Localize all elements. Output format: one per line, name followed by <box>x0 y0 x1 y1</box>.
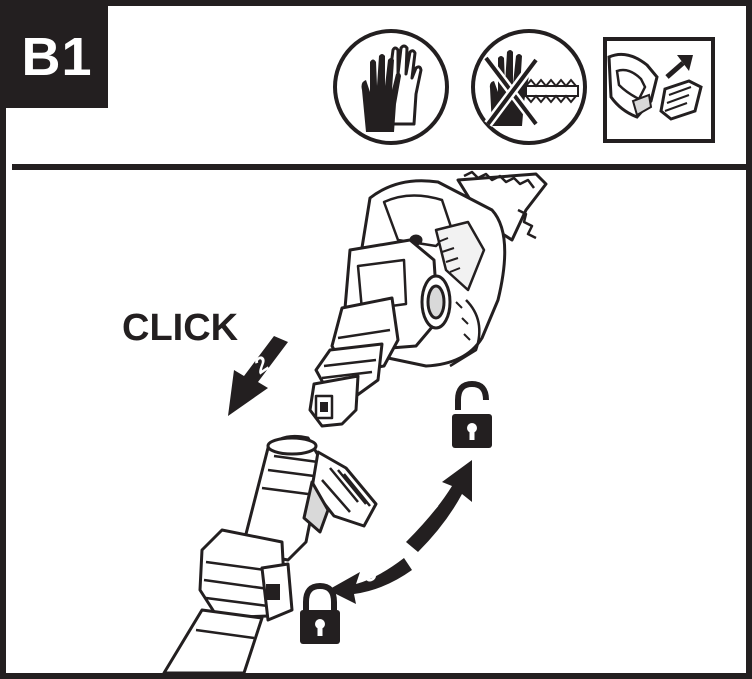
click-label: CLICK <box>122 307 239 349</box>
lock-icon <box>300 582 340 644</box>
arrow-rotate-unlock: 1 <box>406 460 472 552</box>
wear-gloves-icon <box>332 28 450 146</box>
remove-battery-icon <box>603 37 715 143</box>
telescopic-pole-coupling <box>162 434 378 673</box>
keep-hands-away-from-blade-icon <box>470 28 588 146</box>
hedge-trimmer-head <box>308 170 548 428</box>
unlock-icon <box>452 380 492 448</box>
step-label: B1 <box>6 6 108 108</box>
assembly-illustration: 2 1 <box>6 170 746 673</box>
arrow-rotate-lock: 3 <box>328 558 412 604</box>
step-header <box>12 12 752 170</box>
arrow-push-on: 2 <box>228 336 288 416</box>
